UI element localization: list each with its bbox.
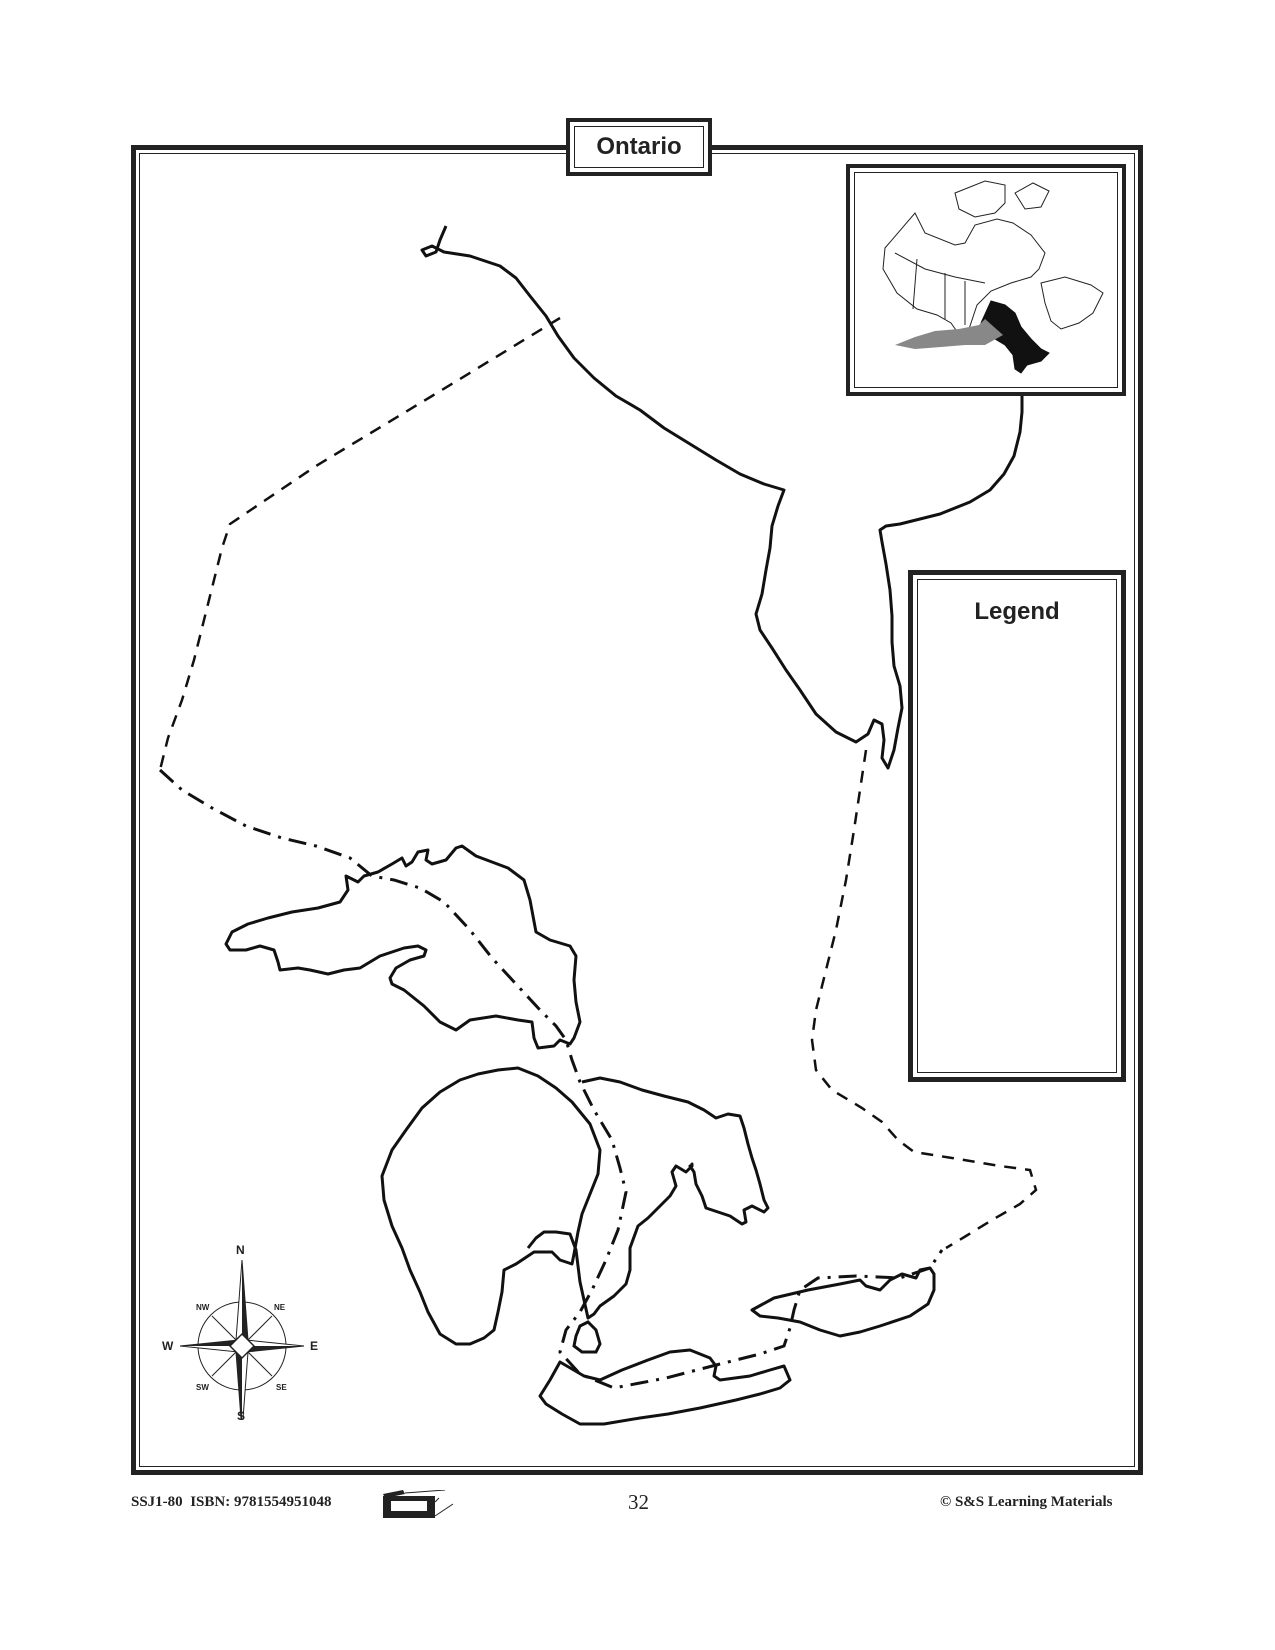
compass-se: SE — [276, 1383, 287, 1392]
compass-ne: NE — [274, 1303, 286, 1312]
footer-isbn: ISBN: 9781554951048 — [190, 1494, 332, 1510]
book-icon — [383, 1490, 454, 1518]
footer-code: SSJ1-80 — [131, 1494, 183, 1510]
lake-michigan — [380, 1066, 602, 1346]
lake-ontario — [750, 1266, 936, 1338]
compass-n: N — [236, 1243, 245, 1257]
compass-nw: NW — [196, 1303, 210, 1312]
canada-inset-map — [846, 164, 1126, 396]
compass-rose-icon: N S W E NW NE SW SE — [162, 1243, 318, 1420]
lake-superior — [224, 844, 582, 1050]
legend-title: Legend — [974, 598, 1060, 625]
footer-code-isbn: SSJ1-80 ISBN: 9781554951048 — [131, 1494, 331, 1511]
lake-st-clair — [572, 1320, 602, 1354]
map-title-box: Ontario — [566, 118, 712, 176]
canada-outline-icon — [882, 180, 1104, 374]
map-title: Ontario — [596, 133, 682, 160]
manitoba-border — [158, 316, 561, 771]
compass-w: W — [162, 1339, 174, 1353]
quebec-border — [810, 749, 1038, 1250]
lake-erie — [538, 1348, 792, 1426]
international-border-west — [158, 768, 944, 1390]
lake-huron — [526, 1076, 770, 1320]
compass-s: S — [237, 1409, 245, 1420]
footer-copyright: © S&S Learning Materials — [940, 1494, 1113, 1510]
legend-box: Legend — [908, 570, 1126, 1082]
compass-e: E — [310, 1339, 318, 1353]
compass-sw: SW — [196, 1383, 209, 1392]
hudson-bay-coastline — [420, 225, 1024, 770]
page-number: 32 — [628, 1490, 649, 1514]
